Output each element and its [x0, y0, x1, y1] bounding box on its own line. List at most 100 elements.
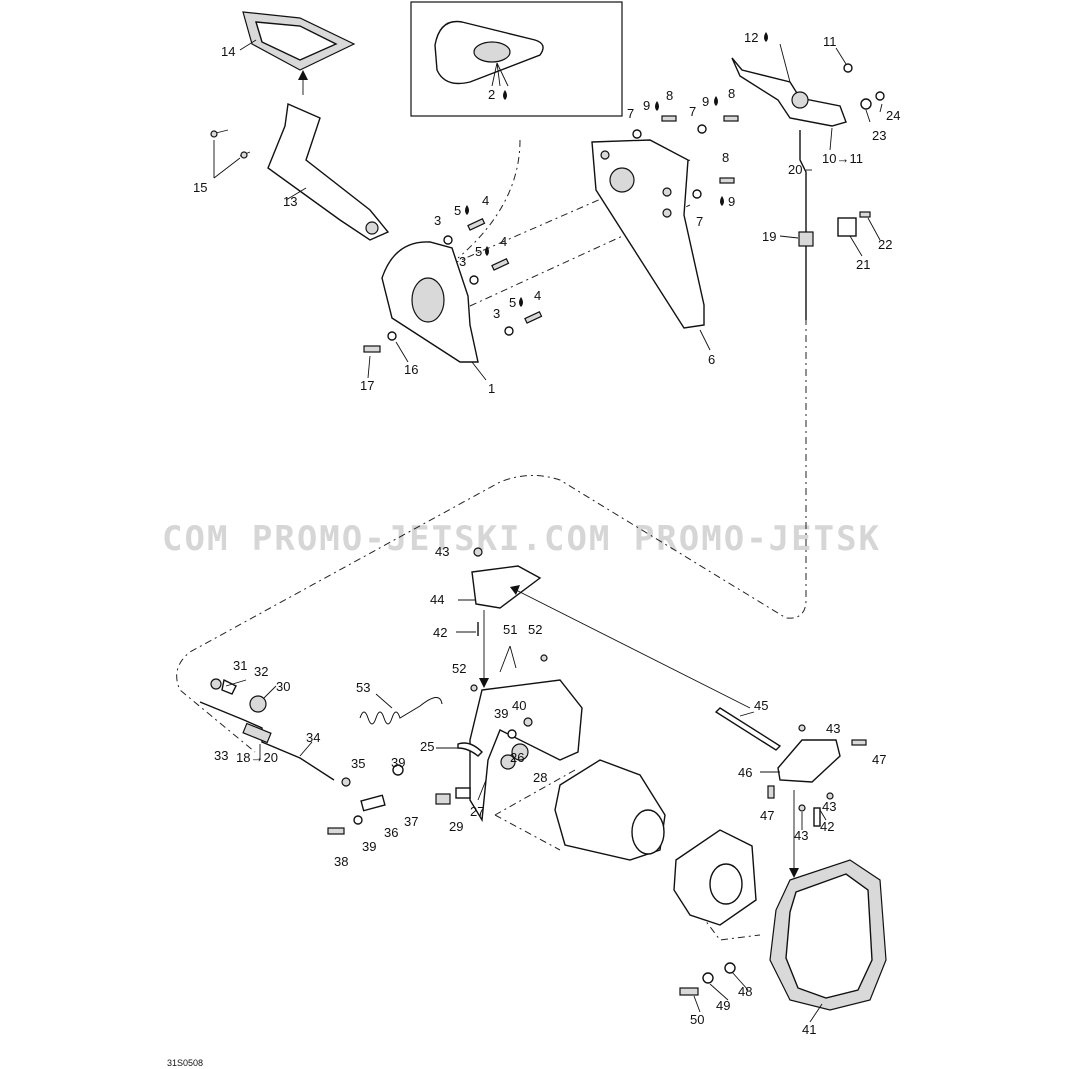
pedal-pad-top — [255, 21, 338, 61]
inset-leaders — [491, 62, 509, 87]
label-32: 32 — [254, 664, 268, 679]
gate-bracket-46 — [777, 739, 841, 783]
label-51: 51 — [503, 622, 517, 637]
label-42a: 42 — [433, 625, 447, 640]
label-43c: 43 — [822, 799, 836, 814]
callout-labels: 14 2 12 11 9 8 9 8 7 7 24 23 10→11 20 8 … — [193, 30, 900, 1037]
label-9c: 9 — [728, 194, 735, 209]
label-18: 18→20 — [236, 750, 278, 765]
label-45: 45 — [754, 698, 768, 713]
label-7c: 7 — [696, 214, 703, 229]
label-33: 33 — [214, 748, 228, 763]
upper-fasteners — [363, 63, 885, 353]
label-50: 50 — [690, 1012, 704, 1027]
arm-hub — [791, 91, 809, 109]
lever-pivot — [365, 221, 379, 235]
gate-fasteners — [679, 724, 867, 996]
steering-cable — [799, 130, 807, 320]
label-8b: 8 — [728, 86, 735, 101]
reverse-lever — [469, 679, 583, 823]
label-3a: 3 — [434, 213, 441, 228]
pump-outlet — [631, 809, 665, 855]
label-26: 26 — [510, 750, 524, 765]
screw-15b — [240, 151, 248, 159]
label-4c: 4 — [534, 288, 541, 303]
label-44: 44 — [430, 592, 444, 607]
label-5b: 5 — [475, 244, 482, 259]
label-49: 49 — [716, 998, 730, 1013]
support-plate — [591, 139, 705, 329]
cable-sleeve-33 — [242, 722, 272, 744]
label-36: 36 — [384, 825, 398, 840]
label-19: 19 — [762, 229, 776, 244]
label-40: 40 — [512, 698, 526, 713]
label-41: 41 — [802, 1022, 816, 1037]
callout-leaders — [213, 39, 883, 1023]
label-35: 35 — [351, 756, 365, 771]
label-43a: 43 — [435, 544, 449, 559]
label-17: 17 — [360, 378, 374, 393]
label-25: 25 — [420, 739, 434, 754]
watermark-text: COM PROMO-JETSKI.COM PROMO-JETSK — [162, 519, 881, 559]
label-11: 11 — [823, 34, 837, 49]
clip-32 — [221, 678, 237, 695]
label-39c: 39 — [362, 839, 376, 854]
label-3c: 3 — [493, 306, 500, 321]
label-15: 15 — [193, 180, 207, 195]
label-22: 22 — [878, 237, 892, 252]
label-4b: 4 — [500, 234, 507, 249]
label-4a: 4 — [482, 193, 489, 208]
label-24: 24 — [886, 108, 900, 123]
label-5a: 5 — [454, 203, 461, 218]
gate-inner — [785, 873, 873, 999]
label-53: 53 — [356, 680, 370, 695]
spring-53 — [359, 697, 443, 725]
label-27: 27 — [470, 804, 484, 819]
label-47a: 47 — [872, 752, 886, 767]
pedal-lever — [267, 102, 390, 241]
lever-hook — [457, 742, 483, 757]
grommet-30 — [249, 695, 267, 713]
label-9b: 9 — [702, 94, 709, 109]
label-16: 16 — [404, 362, 418, 377]
cable-sleeve — [798, 231, 814, 247]
label-48: 48 — [738, 984, 752, 999]
steering-arm — [731, 57, 847, 127]
label-7b: 7 — [689, 104, 696, 119]
cable-clamp — [837, 217, 857, 237]
label-52b: 52 — [452, 661, 466, 676]
label-3b: 3 — [459, 254, 466, 269]
label-30: 30 — [276, 679, 290, 694]
steering-link-line — [457, 139, 521, 259]
label-8a: 8 — [666, 88, 673, 103]
label-39a: 39 — [494, 706, 508, 721]
gear-28 — [511, 743, 529, 761]
bracket-44 — [471, 565, 542, 609]
label-47b: 47 — [760, 808, 774, 823]
label-28: 28 — [533, 770, 547, 785]
nut-31 — [210, 678, 222, 690]
label-7a: 7 — [627, 106, 634, 121]
label-20: 20 — [788, 162, 802, 177]
label-37: 37 — [404, 814, 418, 829]
bushing-26 — [500, 754, 516, 770]
label-12: 12 — [744, 30, 758, 45]
label-9a: 9 — [643, 98, 650, 113]
label-23: 23 — [872, 128, 886, 143]
housing-bore — [411, 277, 445, 323]
label-8c: 8 — [722, 150, 729, 165]
screw-15a — [210, 130, 218, 138]
label-21: 21 — [856, 257, 870, 272]
label-14: 14 — [221, 44, 235, 59]
rod-arrow — [515, 589, 751, 709]
diagram-code: 31S0508 — [167, 1058, 203, 1068]
label-46: 46 — [738, 765, 752, 780]
label-31: 31 — [233, 658, 247, 673]
inset-bracket-hole — [473, 41, 511, 63]
link-rod-45 — [714, 707, 782, 751]
label-13: 13 — [283, 194, 297, 209]
label-39b: 39 — [391, 755, 405, 770]
nozzle-routing-line — [494, 769, 761, 941]
